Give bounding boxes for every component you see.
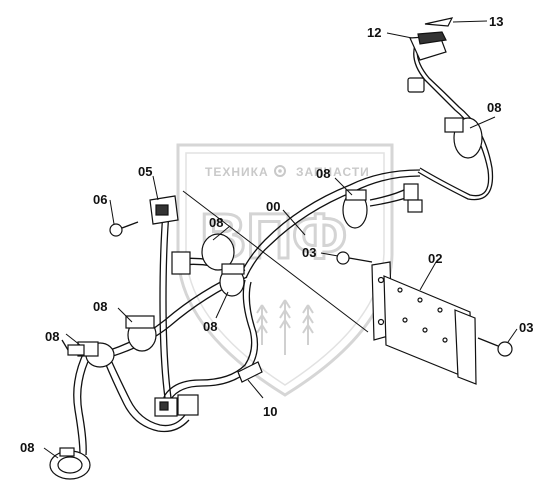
callout-08-left-low: 08 (45, 329, 59, 344)
relay-05 (149, 195, 179, 225)
callout-13: 13 (489, 14, 503, 29)
tie-wrap-10 (237, 361, 263, 383)
callout-02: 02 (428, 251, 442, 266)
callout-08-top-right: 08 (487, 100, 501, 115)
clamp-08-center (219, 263, 245, 297)
plug-left (59, 339, 85, 457)
callout-06: 06 (93, 192, 107, 207)
callout-03-top: 03 (302, 245, 316, 260)
leader-lines (43, 20, 518, 459)
watermark-text-left: ТЕХНИКА (205, 165, 269, 179)
watermark-text-right: ЗАПЧАСТИ (296, 165, 370, 179)
clamp-08-left-top (171, 233, 235, 275)
callout-05: 05 (138, 164, 152, 179)
callout-08-mid-top: 08 (316, 166, 330, 181)
connector-pair-top (403, 183, 423, 213)
bolt-03-top (336, 251, 373, 265)
connector-cluster-lower (154, 394, 199, 417)
callout-08-center: 08 (203, 319, 217, 334)
bracket-02 (371, 261, 477, 385)
clamp-08-top-right (444, 117, 483, 159)
callout-12: 12 (367, 25, 381, 40)
connector-12 (407, 31, 447, 93)
callout-08-left-top: 08 (209, 215, 223, 230)
bolt-06 (109, 221, 139, 237)
callout-08-bottom: 08 (20, 440, 34, 455)
callout-labels: 12 13 08 08 00 05 06 08 03 02 03 08 08 0… (20, 14, 533, 455)
gear-icon (274, 165, 286, 177)
callout-10: 10 (263, 404, 277, 419)
clamp-08-mid-top (342, 189, 368, 229)
part-13 (424, 17, 454, 27)
bolt-03-right (477, 337, 513, 357)
callout-00: 00 (266, 199, 280, 214)
callout-08-left-mid: 08 (93, 299, 107, 314)
callout-03-right: 03 (519, 320, 533, 335)
clamp-08-left-mid (125, 315, 157, 352)
watermark-wheat-icon (256, 299, 314, 355)
clamp-08-bottom (49, 450, 91, 480)
watermark: ТЕХНИКА ЗАПЧАСТИ ВПФ (176, 143, 394, 397)
